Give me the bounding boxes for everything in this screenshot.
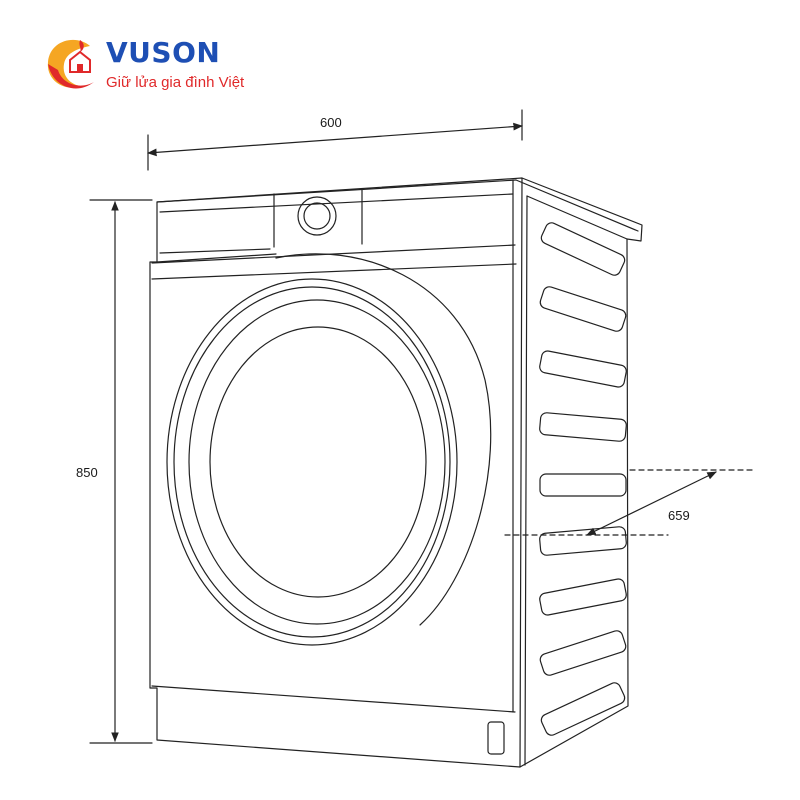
height-label: 850 xyxy=(76,465,98,480)
brand-logo: VUSON Giữ lửa gia đình Việt xyxy=(40,30,280,100)
depth-dimension: 659 xyxy=(504,469,756,536)
program-knob xyxy=(297,196,337,236)
width-dimension: 600 xyxy=(147,109,523,171)
width-label: 600 xyxy=(320,115,342,130)
machine-side xyxy=(512,177,643,768)
door xyxy=(166,253,492,646)
depth-label: 659 xyxy=(668,508,690,523)
height-dimension: 850 xyxy=(76,199,153,744)
brand-name: VUSON xyxy=(106,36,221,69)
machine-front xyxy=(149,177,523,768)
brand-tagline: Giữ lửa gia đình Việt xyxy=(106,74,245,91)
service-hatch xyxy=(487,721,505,755)
side-vents xyxy=(539,222,627,736)
vuson-logo-icon xyxy=(47,39,94,89)
